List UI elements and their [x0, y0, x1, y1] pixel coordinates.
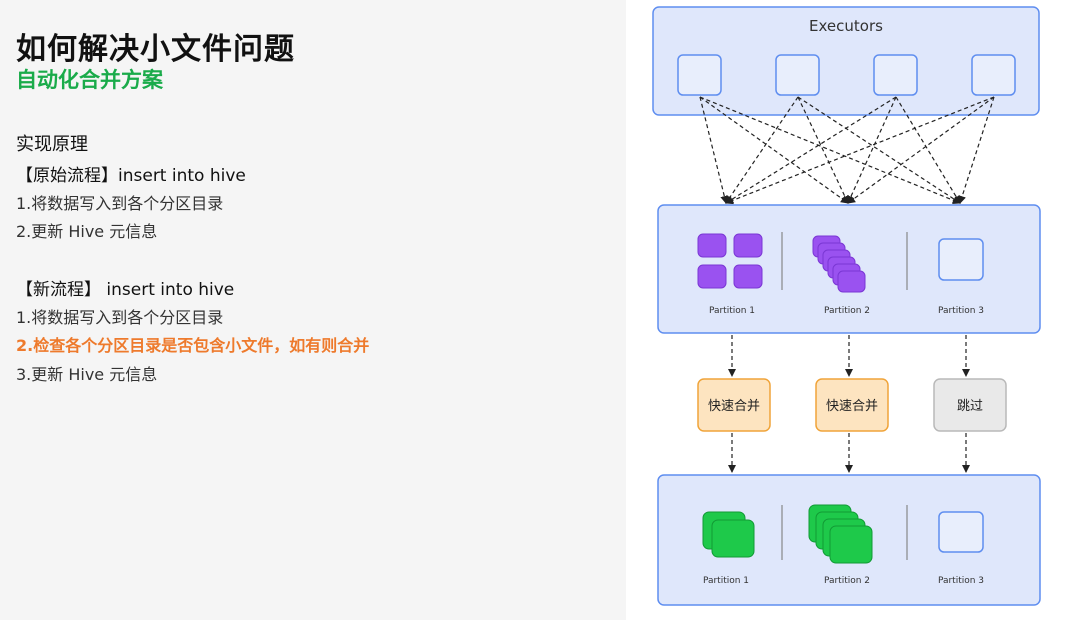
small-files-group [697, 233, 763, 289]
executor-node [775, 54, 820, 96]
new-flow-step: 1.将数据写入到各个分区目录 [16, 308, 224, 327]
small-file-icon [733, 264, 763, 289]
flow-diagram: Executors [652, 6, 1041, 606]
page-title: 如何解决小文件问题 [16, 32, 295, 67]
skip-action-label: 跳过 [957, 399, 983, 414]
executor-node [971, 54, 1016, 96]
partition-label: Partition 2 [824, 576, 870, 586]
small-file-icon [733, 233, 763, 258]
shuffle-arrows [699, 96, 995, 205]
small-file-icon [837, 270, 866, 293]
new-flow-step-highlight: 2.检查各个分区目录是否包含小文件，如有则合并 [16, 336, 370, 355]
executors-box [652, 6, 1040, 116]
skip-action-box [933, 378, 1007, 432]
executor-node [873, 54, 918, 96]
small-file-icon [697, 233, 727, 258]
partition-label: Partition 1 [709, 306, 755, 316]
merged-file-icon [829, 525, 873, 564]
new-flow-title: 【新流程】 insert into hive [16, 280, 235, 300]
merge-action-box [697, 378, 771, 432]
merge-action-box [815, 378, 889, 432]
small-files-stack [812, 235, 866, 293]
merge-action-label: 快速合并 [708, 399, 760, 414]
original-flow-step: 1.将数据写入到各个分区目录 [16, 194, 224, 213]
diagram-panel: Executors [626, 0, 1080, 620]
result-arrows [728, 433, 970, 473]
partition-label: Partition 3 [938, 576, 984, 586]
partition-label: Partition 1 [703, 576, 749, 586]
partition-label: Partition 2 [824, 306, 870, 316]
partition-label: Partition 3 [938, 306, 984, 316]
text-panel: 如何解决小文件问题 自动化合并方案 实现原理 【原始流程】insert into… [16, 32, 370, 384]
check-arrows [728, 335, 970, 377]
empty-partition-icon [938, 238, 984, 281]
page-subtitle: 自动化合并方案 [16, 68, 163, 92]
original-flow-title: 【原始流程】insert into hive [16, 166, 246, 186]
small-file-icon [697, 264, 727, 289]
merged-file-icon [711, 519, 755, 558]
merged-files-group [702, 511, 755, 558]
empty-partition-icon [938, 511, 984, 553]
executor-node [677, 54, 722, 96]
new-flow-step: 3.更新 Hive 元信息 [16, 365, 158, 384]
merge-action-label: 快速合并 [826, 399, 878, 414]
merged-files-stack [808, 504, 873, 564]
principle-heading: 实现原理 [16, 134, 88, 155]
original-flow-step: 2.更新 Hive 元信息 [16, 222, 158, 241]
executors-label: Executors [809, 17, 883, 35]
